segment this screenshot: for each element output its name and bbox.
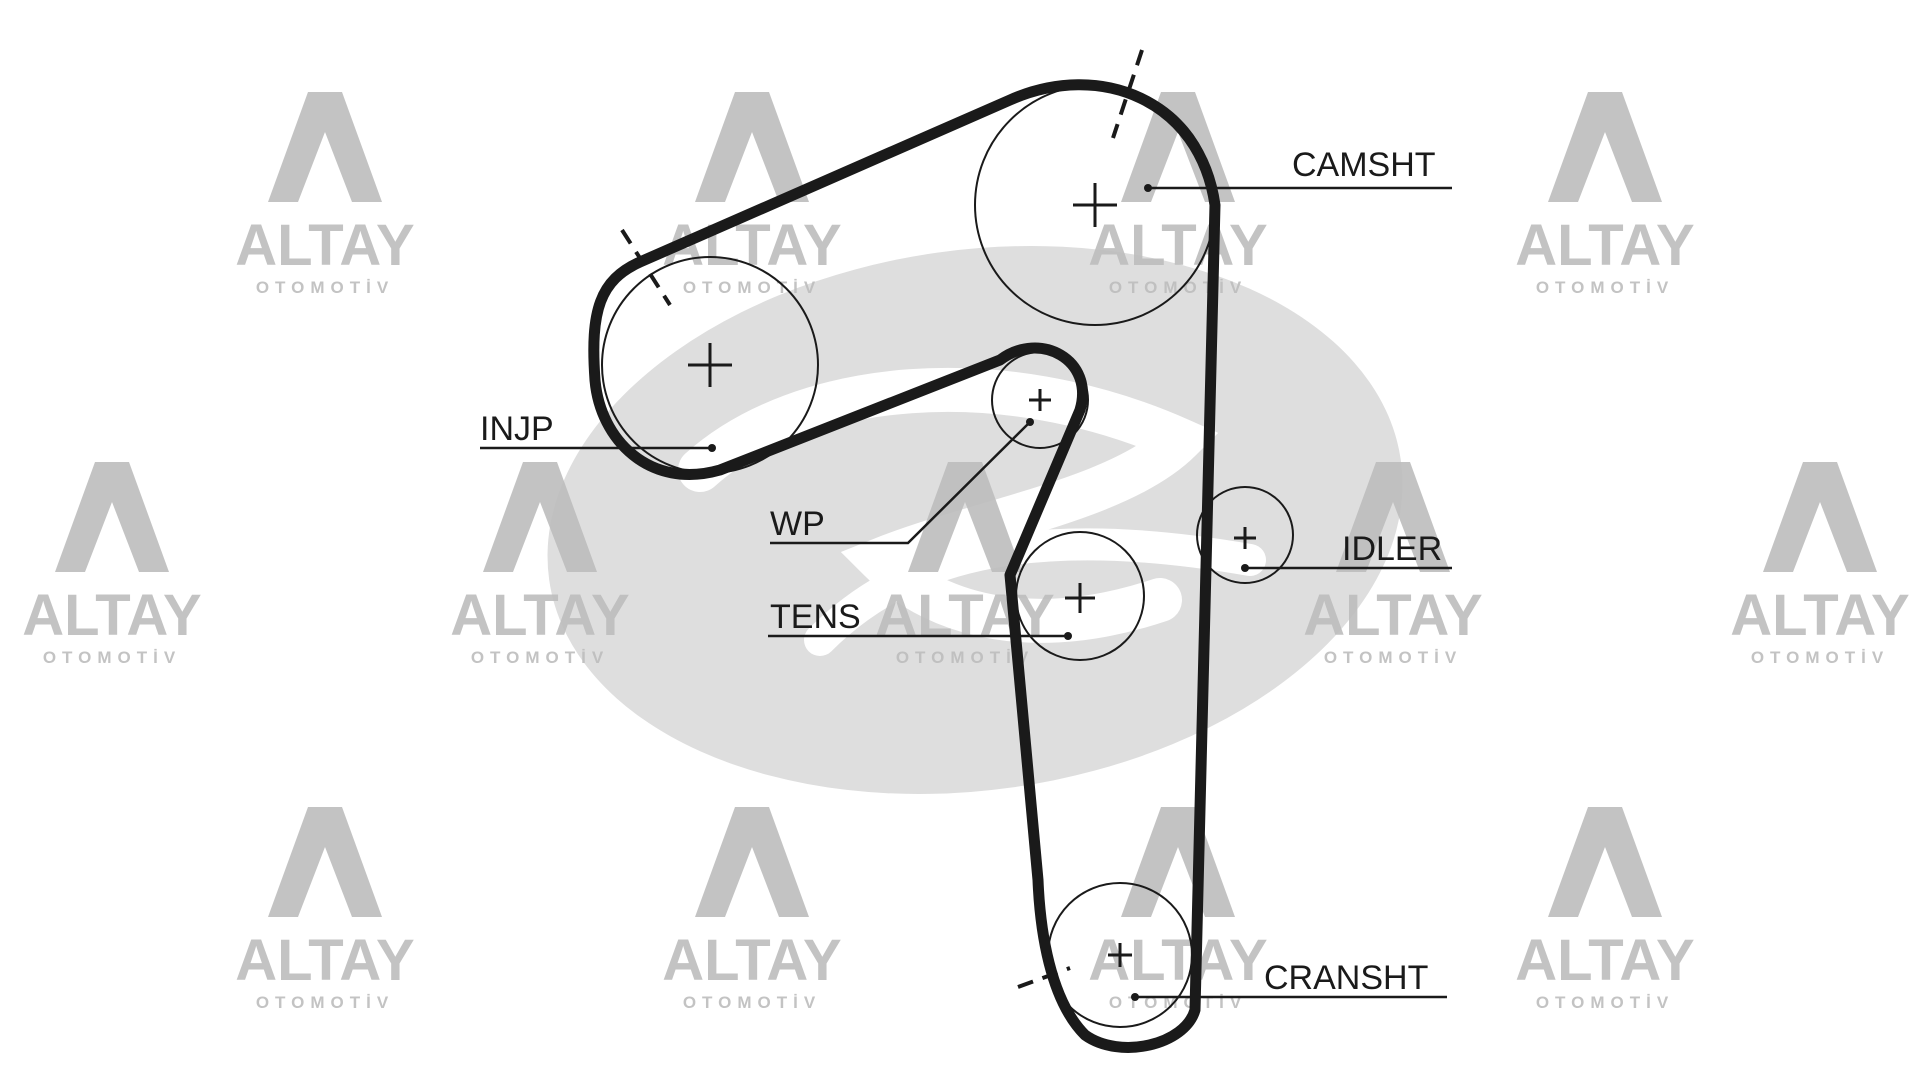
timing-mark-crankshaft bbox=[1017, 966, 1071, 989]
altay-watermark-word: ALTAY bbox=[450, 583, 629, 648]
timing-mark-camshaft bbox=[1111, 49, 1144, 139]
leader-dots bbox=[708, 184, 1249, 1001]
label-cransht: CRANSHT bbox=[1264, 959, 1428, 997]
altay-logo-icon bbox=[268, 92, 382, 202]
altay-logo-icon bbox=[268, 807, 382, 917]
label-camsht: CAMSHT bbox=[1292, 146, 1436, 184]
altay-watermark-word: ALTAY bbox=[1515, 928, 1694, 993]
label-injp: INJP bbox=[480, 410, 554, 448]
timing-mark-injection-pump bbox=[620, 228, 672, 307]
label-idler: IDLER bbox=[1342, 530, 1442, 568]
altay-logo-icon bbox=[1548, 92, 1662, 202]
altay-watermark-word: ALTAY bbox=[22, 583, 201, 648]
altay-watermark-word: ALTAY bbox=[1088, 213, 1267, 278]
altay-watermark-subtitle: OTOMOTİV bbox=[256, 278, 394, 297]
pulley-idler bbox=[1196, 486, 1294, 584]
altay-watermark-word: ALTAY bbox=[1730, 583, 1909, 648]
altay-logo-icon bbox=[55, 462, 169, 572]
timing-belt bbox=[588, 79, 1221, 1053]
altay-watermark-word: ALTAY bbox=[235, 928, 414, 993]
altay-logo-icon bbox=[908, 462, 1022, 572]
altay-watermark-word: ALTAY bbox=[875, 583, 1054, 648]
watermark-layer: ALTAYOTOMOTİVALTAYOTOMOTİVALTAYOTOMOTİVA… bbox=[22, 92, 1910, 1012]
altay-watermark-subtitle: OTOMOTİV bbox=[256, 993, 394, 1012]
altay-watermark-subtitle: OTOMOTİV bbox=[683, 278, 821, 297]
altay-logo-icon bbox=[695, 807, 809, 917]
altay-logo-icon bbox=[1121, 807, 1235, 917]
altay-logo-icon bbox=[1336, 462, 1450, 572]
altay-watermark-subtitle: OTOMOTİV bbox=[1536, 993, 1674, 1012]
altay-watermark-word: ALTAY bbox=[1303, 583, 1482, 648]
altay-logo-icon bbox=[695, 92, 809, 202]
altay-watermark-subtitle: OTOMOTİV bbox=[896, 648, 1034, 667]
altay-watermark-word: ALTAY bbox=[1088, 928, 1267, 993]
altay-watermark-subtitle: OTOMOTİV bbox=[43, 648, 181, 667]
altay-watermark-subtitle: OTOMOTİV bbox=[1109, 278, 1247, 297]
altay-logo-icon bbox=[483, 462, 597, 572]
altay-watermark-word: ALTAY bbox=[662, 928, 841, 993]
altay-logo-icon bbox=[1121, 92, 1235, 202]
altay-watermark-subtitle: OTOMOTİV bbox=[1751, 648, 1889, 667]
altay-watermark-word: ALTAY bbox=[235, 213, 414, 278]
leader-lines bbox=[480, 186, 1452, 999]
altay-logo-icon bbox=[1763, 462, 1877, 572]
altay-watermark-subtitle: OTOMOTİV bbox=[683, 993, 821, 1012]
altay-logo-icon bbox=[1548, 807, 1662, 917]
altay-watermark-subtitle: OTOMOTİV bbox=[1536, 278, 1674, 297]
altay-watermark-subtitle: OTOMOTİV bbox=[1324, 648, 1462, 667]
label-tens: TENS bbox=[770, 598, 861, 636]
altay-watermark-subtitle: OTOMOTİV bbox=[471, 648, 609, 667]
altay-watermark-word: ALTAY bbox=[662, 213, 841, 278]
altay-watermark-word: ALTAY bbox=[1515, 213, 1694, 278]
label-wp: WP bbox=[770, 505, 825, 543]
